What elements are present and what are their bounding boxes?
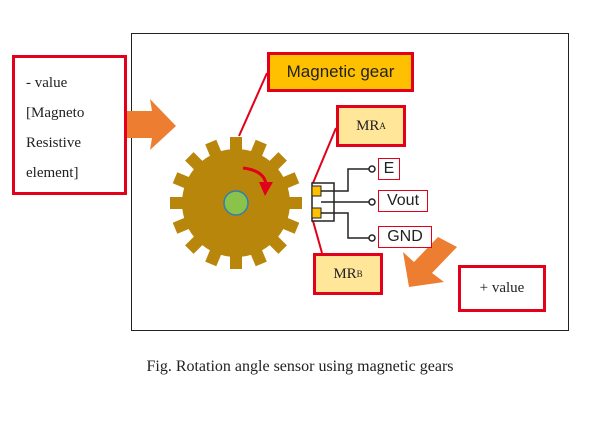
gear-tooth: [185, 234, 205, 254]
gear-tooth: [249, 139, 267, 160]
gear-tooth: [279, 172, 300, 190]
gear-tooth: [172, 172, 193, 190]
gear-tooth: [230, 253, 242, 269]
left-box-line: element]: [26, 165, 79, 181]
mr-element-a: [311, 185, 322, 197]
mra-leader-line: [312, 127, 337, 184]
gear-leader-line: [238, 72, 268, 137]
gear-tooth: [249, 246, 267, 267]
left-box-line: [Magneto: [26, 105, 85, 121]
gear-tooth: [205, 139, 223, 160]
gear-tooth: [185, 152, 205, 172]
negative-value-box: - value [Magneto Resistive element]: [12, 55, 127, 195]
figure-caption: Fig. Rotation angle sensor using magneti…: [146, 358, 454, 375]
gear-tooth: [205, 246, 223, 267]
diagram-frame: [131, 33, 569, 331]
gear-tooth: [286, 197, 302, 209]
gear-tooth: [170, 197, 186, 209]
terminal-icons: [368, 165, 376, 242]
pin-gnd-label: GND: [378, 226, 432, 248]
arrow-down-left-icon: [403, 237, 457, 287]
rotation-arrowhead-icon: [259, 182, 273, 196]
sensor-wiring: [321, 168, 370, 239]
gear-tooth: [230, 137, 242, 153]
gear-center-icon: [223, 190, 249, 216]
gear-tooth: [267, 234, 287, 254]
pin-e-label: E: [378, 158, 400, 180]
mr-a-main: MR: [356, 117, 380, 134]
mr-element-b: [311, 207, 322, 219]
left-box-line: - value: [26, 75, 68, 91]
gear-tooth: [172, 216, 193, 234]
mr-a-subscript: A: [379, 121, 386, 131]
magnetic-gear-label: Magnetic gear: [267, 52, 414, 92]
mrb-leader-line: [312, 220, 323, 254]
left-box-line: Resistive: [26, 135, 81, 151]
positive-value-box: + value: [458, 265, 546, 312]
mr-b-main: MR: [333, 265, 357, 282]
arrow-right-icon: [127, 99, 176, 150]
mr-b-subscript: B: [356, 269, 363, 279]
pin-vout-label: Vout: [378, 190, 428, 212]
gear-tooth: [267, 152, 287, 172]
gear-tooth: [279, 216, 300, 234]
